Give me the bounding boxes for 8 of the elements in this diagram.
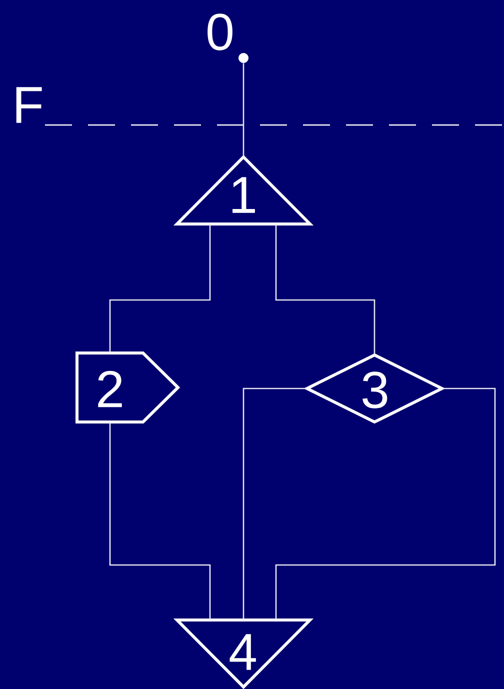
connector-line — [242, 63, 244, 157]
connector-line — [109, 224, 211, 353]
connector-line — [275, 388, 496, 620]
label: F — [16, 87, 42, 123]
connector-line — [242, 388, 307, 620]
node-label: 0 — [208, 14, 232, 50]
connector-line — [275, 224, 376, 355]
connector-line — [109, 422, 211, 620]
